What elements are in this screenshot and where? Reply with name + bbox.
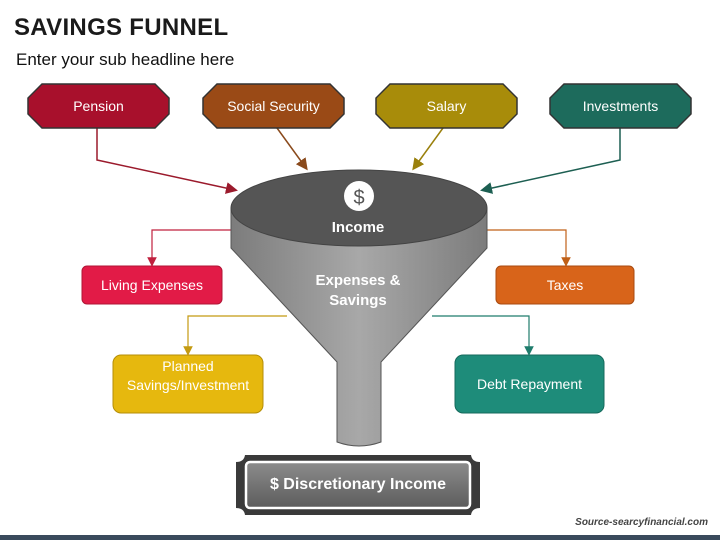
discretionary-income-box [244,460,472,510]
pension-label: Pension [73,98,124,114]
social-security-label: Social Security [227,98,320,114]
taxes-label: Taxes [546,277,584,293]
bottom-bar [0,535,720,540]
dollar-icon [344,181,374,211]
debt-repayment-label: Debt Repayment [476,376,583,392]
debt-repayment-box [454,354,605,414]
page-subtitle: Enter your sub headline here [16,50,235,69]
planned-savings-label-line1: Planned [162,358,214,374]
living-expenses-label: Living Expenses [101,277,203,293]
living-expenses-connector [147,229,235,267]
investments-label: Investments [582,98,659,114]
salary-label: Salary [426,98,467,114]
dollar-icon-symbol: $ [353,187,364,209]
funnel-body [230,207,488,447]
debt-repayment-connector [432,315,534,356]
discretionary-income-label: $ Discretionary Income [269,476,447,493]
funnel-middle-label-line1: Expenses & [315,272,400,289]
social-security-connector [276,127,308,171]
taxes-connector [485,229,571,267]
salary-box [375,83,518,129]
planned-savings-connector [183,315,287,356]
source-credit: Source-searcyfinancial.com [575,517,708,528]
taxes-box [495,265,635,305]
funnel: $ Income Expenses & Savings [230,169,488,447]
page-title: SAVINGS FUNNEL [14,14,229,41]
planned-savings-box [112,354,264,414]
salary-connector [412,127,444,171]
pension-box [27,83,170,129]
pension-connector [96,128,238,194]
funnel-middle-label-line2: Savings [329,292,387,309]
funnel-income-label: Income [332,219,385,236]
planned-savings-label-line2: Savings/Investment [126,377,250,393]
living-expenses-box [81,265,223,305]
investments-box [549,83,692,129]
investments-connector [480,128,621,194]
social-security-box [202,83,345,129]
